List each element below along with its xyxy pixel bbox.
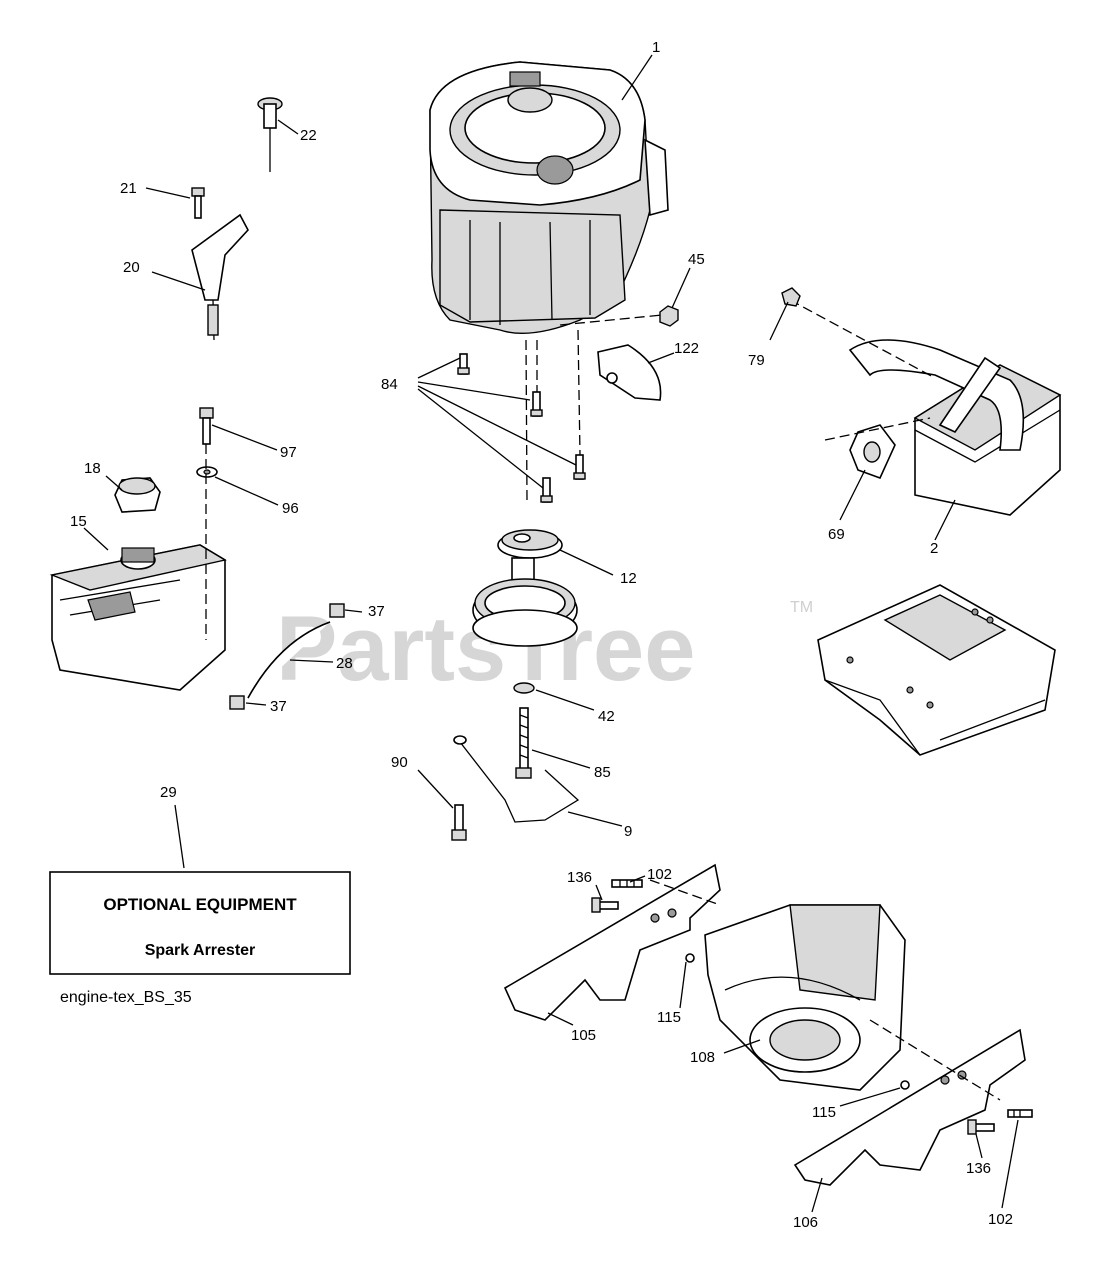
callout-102-upper: 102 xyxy=(647,866,672,883)
callout-84: 84 xyxy=(381,376,398,393)
callout-79: 79 xyxy=(748,352,765,369)
screw-part-136-lower xyxy=(967,1119,995,1135)
optional-equipment-item: Spark Arrester xyxy=(145,942,256,959)
callout-69: 69 xyxy=(828,526,845,543)
side-plate-part-105 xyxy=(503,863,721,1021)
knob-part-22 xyxy=(257,97,283,172)
callout-96-97: 97 xyxy=(280,444,297,461)
optional-equipment-title: OPTIONAL EQUIPMENT xyxy=(103,895,297,914)
callout-28: 28 xyxy=(336,655,353,672)
callout-115-upper: 115 xyxy=(657,1009,681,1026)
nut-part-45 xyxy=(659,305,679,327)
callout-18: 18 xyxy=(84,460,101,477)
clamp-part-37-lower xyxy=(229,695,245,710)
callout-85: 85 xyxy=(594,764,611,781)
callout-136-upper: 136 xyxy=(567,869,592,886)
bolt-part-84-group xyxy=(457,353,586,503)
watermark-trademark: TM xyxy=(790,599,813,616)
rod-part-9 xyxy=(453,735,580,823)
clamp-part-37-upper xyxy=(329,603,345,618)
bracket-part-122 xyxy=(597,344,662,401)
washer-part-96 xyxy=(196,466,218,478)
bolt-part-102-lower xyxy=(1007,1109,1033,1118)
screw-part-136-upper xyxy=(591,897,619,913)
optional-equipment-box xyxy=(49,871,351,975)
gasket-part-69 xyxy=(849,424,896,480)
bolt-part-85 xyxy=(515,707,532,779)
muffler-part-2 xyxy=(848,339,1062,516)
callout-136-lower: 136 xyxy=(966,1160,991,1177)
side-plate-part-106 xyxy=(793,1028,1026,1186)
callout-22: 22 xyxy=(300,127,317,144)
bolt-part-97 xyxy=(199,407,214,445)
deflector-part-108 xyxy=(704,904,906,1091)
callout-12: 12 xyxy=(620,570,637,587)
bolt-part-21 xyxy=(191,187,205,219)
bolt-part-102-upper xyxy=(611,879,643,888)
callout-37-upper: 37 xyxy=(368,603,385,620)
fuel-cap-part-18 xyxy=(114,477,161,513)
callout-115-lower: 115 xyxy=(812,1104,836,1121)
engine-part-1 xyxy=(429,61,669,334)
callout-105: 105 xyxy=(571,1027,596,1044)
washer-part-42 xyxy=(513,682,535,694)
callout-15: 15 xyxy=(70,513,87,530)
callout-29: 29 xyxy=(160,784,177,801)
pulley-part-12 xyxy=(472,529,578,647)
leader-lines xyxy=(83,54,1019,1213)
callout-2: 2 xyxy=(930,540,938,557)
callout-42: 42 xyxy=(598,708,615,725)
callout-108: 108 xyxy=(690,1049,715,1066)
callout-20: 20 xyxy=(123,259,140,276)
callout-37-lower: 37 xyxy=(270,698,287,715)
bolt-part-90 xyxy=(451,804,467,841)
callout-21: 21 xyxy=(120,180,137,197)
callout-102-lower: 102 xyxy=(988,1211,1013,1228)
engine-mounting-plate xyxy=(817,584,1056,756)
callout-106: 106 xyxy=(793,1214,818,1231)
callout-122: 122 xyxy=(674,340,699,357)
fuel-tank-part-15 xyxy=(49,544,227,691)
callout-90: 90 xyxy=(391,754,408,771)
callout-9: 9 xyxy=(624,823,632,840)
diagram-caption: engine-tex_BS_35 xyxy=(60,989,192,1006)
callout-45: 45 xyxy=(688,251,705,268)
callout-1: 1 xyxy=(652,39,660,56)
callout-96: 96 xyxy=(282,500,299,517)
screw-part-79 xyxy=(781,287,801,307)
throttle-bracket-part-20 xyxy=(191,213,249,341)
nut-part-115 xyxy=(685,953,910,1090)
